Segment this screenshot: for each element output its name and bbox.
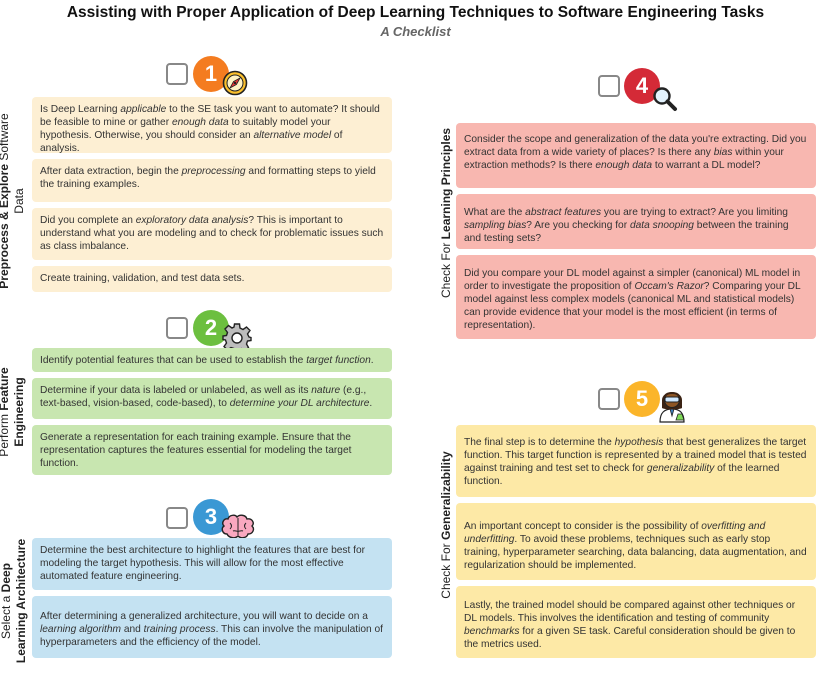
magnifier-icon xyxy=(653,87,677,111)
step-5-badge: 5 xyxy=(624,381,660,417)
step-1-card-4: Create training, validation, and test da… xyxy=(32,266,392,292)
step-2-checkbox[interactable] xyxy=(166,317,188,339)
card-text-run: Did you complete an xyxy=(40,215,136,226)
card-text-run: alternative model xyxy=(253,130,332,141)
card-text-run: training process xyxy=(143,624,216,635)
step-3-side-label: Select a Deep Learning Architecture xyxy=(0,538,28,664)
brain-icon xyxy=(221,514,255,539)
card-text-run: to suitably model your hypothesis. Other… xyxy=(40,117,331,141)
card-text-run: The final step is to determine the xyxy=(464,437,615,448)
card-text-run: enough data xyxy=(171,117,229,128)
card-text-run: (e.g., text-based, vision-based, code-ba… xyxy=(40,385,367,409)
step-5-card-1: The final step is to determine the hypot… xyxy=(456,425,816,497)
step-1-card-3: Did you complete an exploratory data ana… xyxy=(32,208,392,260)
step-2-side-label: Perform Feature Engineering xyxy=(0,367,26,457)
step-5-checkbox[interactable] xyxy=(598,388,620,410)
card-text-run: determine your DL architecture xyxy=(229,398,370,409)
step-4-card-3: Did you compare your DL model against a … xyxy=(456,255,816,339)
page-title: Assisting with Proper Application of Dee… xyxy=(66,4,765,21)
card-text-run: preprocessing xyxy=(181,166,246,177)
card-text-run: of the learned function. xyxy=(464,463,780,487)
step-1-checkbox[interactable] xyxy=(166,63,188,85)
card-text-run: hypothesis xyxy=(614,437,664,448)
page-subtitle: A Checklist xyxy=(380,24,451,39)
scientist-icon xyxy=(659,392,685,423)
card-text-run: sampling bias xyxy=(464,220,527,231)
card-text-run: Determine if your data is labeled or unl… xyxy=(40,385,312,396)
step-2-badge: 2 xyxy=(193,310,229,346)
card-text-run: . xyxy=(370,355,374,366)
card-text-run: that best generalizes the target functio… xyxy=(464,437,807,474)
card-text-run: After determining a generalized architec… xyxy=(40,611,368,622)
card-text-run: . xyxy=(369,398,373,409)
card-text-run: Identify potential features that can be … xyxy=(40,355,307,366)
card-text-run: nature xyxy=(311,385,341,396)
card-text-run: Consider the scope and generalization of… xyxy=(464,134,807,158)
step-4-card-1: Consider the scope and generalization of… xyxy=(456,123,816,188)
card-text-run: . To avoid these problems, techniques su… xyxy=(464,534,807,571)
card-text-run: between the training and testing sets? xyxy=(464,220,789,244)
card-text-run: benchmarks xyxy=(464,626,520,637)
card-text-run: overfitting and underfitting xyxy=(464,521,766,545)
step-4-card-2: What are the abstract features you are t… xyxy=(456,194,816,249)
step-1-side-label: Preprocess & Explore Software Data xyxy=(0,113,26,289)
card-text-run: abstract features xyxy=(525,207,602,218)
card-text-run: After data extraction, begin the xyxy=(40,166,182,177)
card-text-run: An important concept to consider is the … xyxy=(464,521,702,532)
card-text-run: learning algorithm xyxy=(40,624,121,635)
step-5-card-3: Lastly, the trained model should be comp… xyxy=(456,586,816,658)
step-2-card-2: Determine if your data is labeled or unl… xyxy=(32,378,392,419)
card-text-run: ? Comparing your DL model against less c… xyxy=(464,281,801,331)
step-4-checkbox[interactable] xyxy=(598,75,620,97)
card-text-run: to warrant a DL model? xyxy=(652,160,761,171)
step-1-card-1: Is Deep Learning applicable to the SE ta… xyxy=(32,97,392,154)
card-text-run: What are the xyxy=(464,207,526,218)
step-1-card-2: After data extraction, begin the preproc… xyxy=(32,159,392,202)
card-text-run: of analysis. xyxy=(40,130,343,154)
card-text-run: Occam's Razor xyxy=(634,281,704,292)
card-text-run: ? Are you checking for xyxy=(526,220,630,231)
step-3-checkbox[interactable] xyxy=(166,507,188,529)
card-text-run: . This can involve the manipulation of h… xyxy=(40,624,384,648)
card-text-run: bias xyxy=(713,147,733,158)
card-text-run: Lastly, the trained model should be comp… xyxy=(464,600,796,624)
card-text-run: applicable xyxy=(120,104,167,115)
card-text-run: enough data xyxy=(595,160,653,171)
step-5-card-2: An important concept to consider is the … xyxy=(456,503,816,580)
card-text-run: generalizability xyxy=(646,463,715,474)
step-4-side-label: Check For Learning Principles xyxy=(439,127,453,298)
card-text-run: and xyxy=(120,624,144,635)
card-text-run: you are trying to extract? Are you limit… xyxy=(601,207,788,218)
card-text-run: Create training, validation, and test da… xyxy=(40,273,245,284)
card-text-run: exploratory data analysis xyxy=(135,215,249,226)
step-1-badge: 1 xyxy=(193,56,229,92)
card-text-run: Determine the best architecture to highl… xyxy=(40,545,366,582)
card-text-run: Generate a representation for each train… xyxy=(40,432,352,469)
step-2-card-1: Identify potential features that can be … xyxy=(32,348,392,372)
card-text-run: to the SE task you want to automate? It … xyxy=(40,104,380,128)
step-3-card-1: Determine the best architecture to highl… xyxy=(32,538,392,590)
card-text-run: within your extraction methods? Is there xyxy=(464,147,784,171)
step-5-side-label: Check For Generalizability xyxy=(439,451,453,599)
card-text-run: and formatting steps to yield the traini… xyxy=(40,166,376,190)
card-text-run: target function xyxy=(306,355,371,366)
card-text-run: for a given SE task. Careful considerati… xyxy=(464,626,796,650)
card-text-run: Did you compare your DL model against a … xyxy=(464,268,801,292)
step-3-card-2: After determining a generalized architec… xyxy=(32,596,392,658)
card-text-run: ? This is important to understand what y… xyxy=(40,215,384,252)
compass-icon xyxy=(222,70,248,96)
card-text-run: data snooping xyxy=(629,220,694,231)
card-text-run: Is Deep Learning xyxy=(40,104,121,115)
step-2-card-3: Generate a representation for each train… xyxy=(32,425,392,475)
